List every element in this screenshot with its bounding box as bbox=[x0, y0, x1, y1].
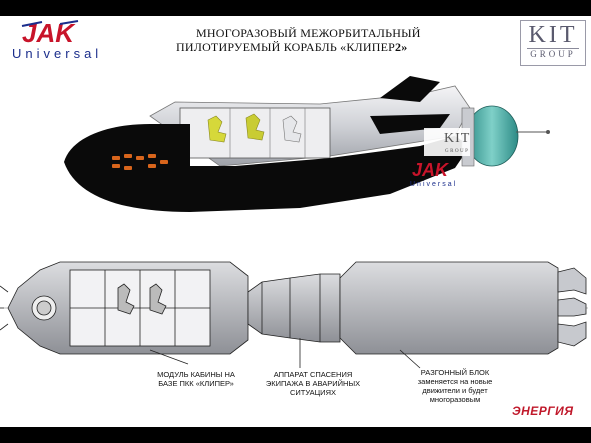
orange-tiles bbox=[112, 154, 168, 170]
jak-universal-logo: JAK Universal bbox=[8, 18, 116, 62]
technical-cross-section bbox=[0, 261, 588, 369]
cabin-leader-line bbox=[149, 349, 189, 365]
tail-fin bbox=[380, 76, 440, 102]
kit-logo-text: KIT bbox=[528, 22, 578, 48]
clipper-spaceplane-render: KIT GROUP JAK Universal bbox=[64, 76, 550, 212]
label-booster-block: РАЗГОННЫЙ БЛОК заменяется на новые движи… bbox=[417, 368, 493, 404]
title-line-2: ПИЛОТИРУЕМЫЙ КОРАБЛЬ «КЛИПЕР2» bbox=[176, 40, 446, 54]
title-line-1: МНОГОРАЗОВЫЙ МЕЖОРБИТАЛЬНЫЙ bbox=[196, 26, 421, 40]
energia-logo: ЭНЕРГИЯ bbox=[512, 404, 574, 418]
jak-logo-subtext: Universal bbox=[12, 46, 102, 61]
ship-kit-badge: KIT bbox=[444, 131, 470, 146]
kit-group-logo: KIT GROUP bbox=[520, 20, 586, 66]
ship-jak-badge: JAK bbox=[412, 160, 450, 180]
kit-logo-subtext: GROUP bbox=[527, 48, 579, 59]
title-line-2-number: 2» bbox=[395, 40, 408, 54]
booster-block-drawing bbox=[339, 261, 587, 355]
slide: JAK Universal МНОГОРАЗОВЫЙ МЕЖОРБИТАЛЬНЫ… bbox=[0, 16, 591, 427]
heat-shield-hull bbox=[64, 124, 470, 212]
spacecraft-illustration: KIT GROUP JAK Universal bbox=[0, 76, 588, 369]
ship-kit-badge-sub: GROUP bbox=[445, 149, 469, 154]
ship-jak-badge-sub: Universal bbox=[410, 181, 457, 188]
page-title: МНОГОРАЗОВЫЙ МЕЖОРБИТАЛЬНЫЙ ПИЛОТИРУЕМЫЙ… bbox=[176, 26, 446, 54]
rescue-vehicle-drawing bbox=[247, 273, 341, 343]
label-cabin-module: МОДУЛЬ КАБИНЫ НА БАЗЕ ПКК «КЛИПЕР» bbox=[157, 370, 235, 388]
jak-logo-mark: JAK Universal bbox=[12, 18, 102, 61]
label-rescue-vehicle: АППАРАТ СПАСЕНИЯ ЭКИПАЖА В АВАРИЙНЫХ СИТ… bbox=[265, 370, 361, 397]
title-line-2-text: ПИЛОТИРУЕМЫЙ КОРАБЛЬ «КЛИПЕР bbox=[176, 40, 396, 54]
cabin-module-drawing bbox=[0, 261, 249, 355]
booster-leader-line bbox=[399, 349, 421, 369]
crew-seats bbox=[207, 113, 302, 143]
